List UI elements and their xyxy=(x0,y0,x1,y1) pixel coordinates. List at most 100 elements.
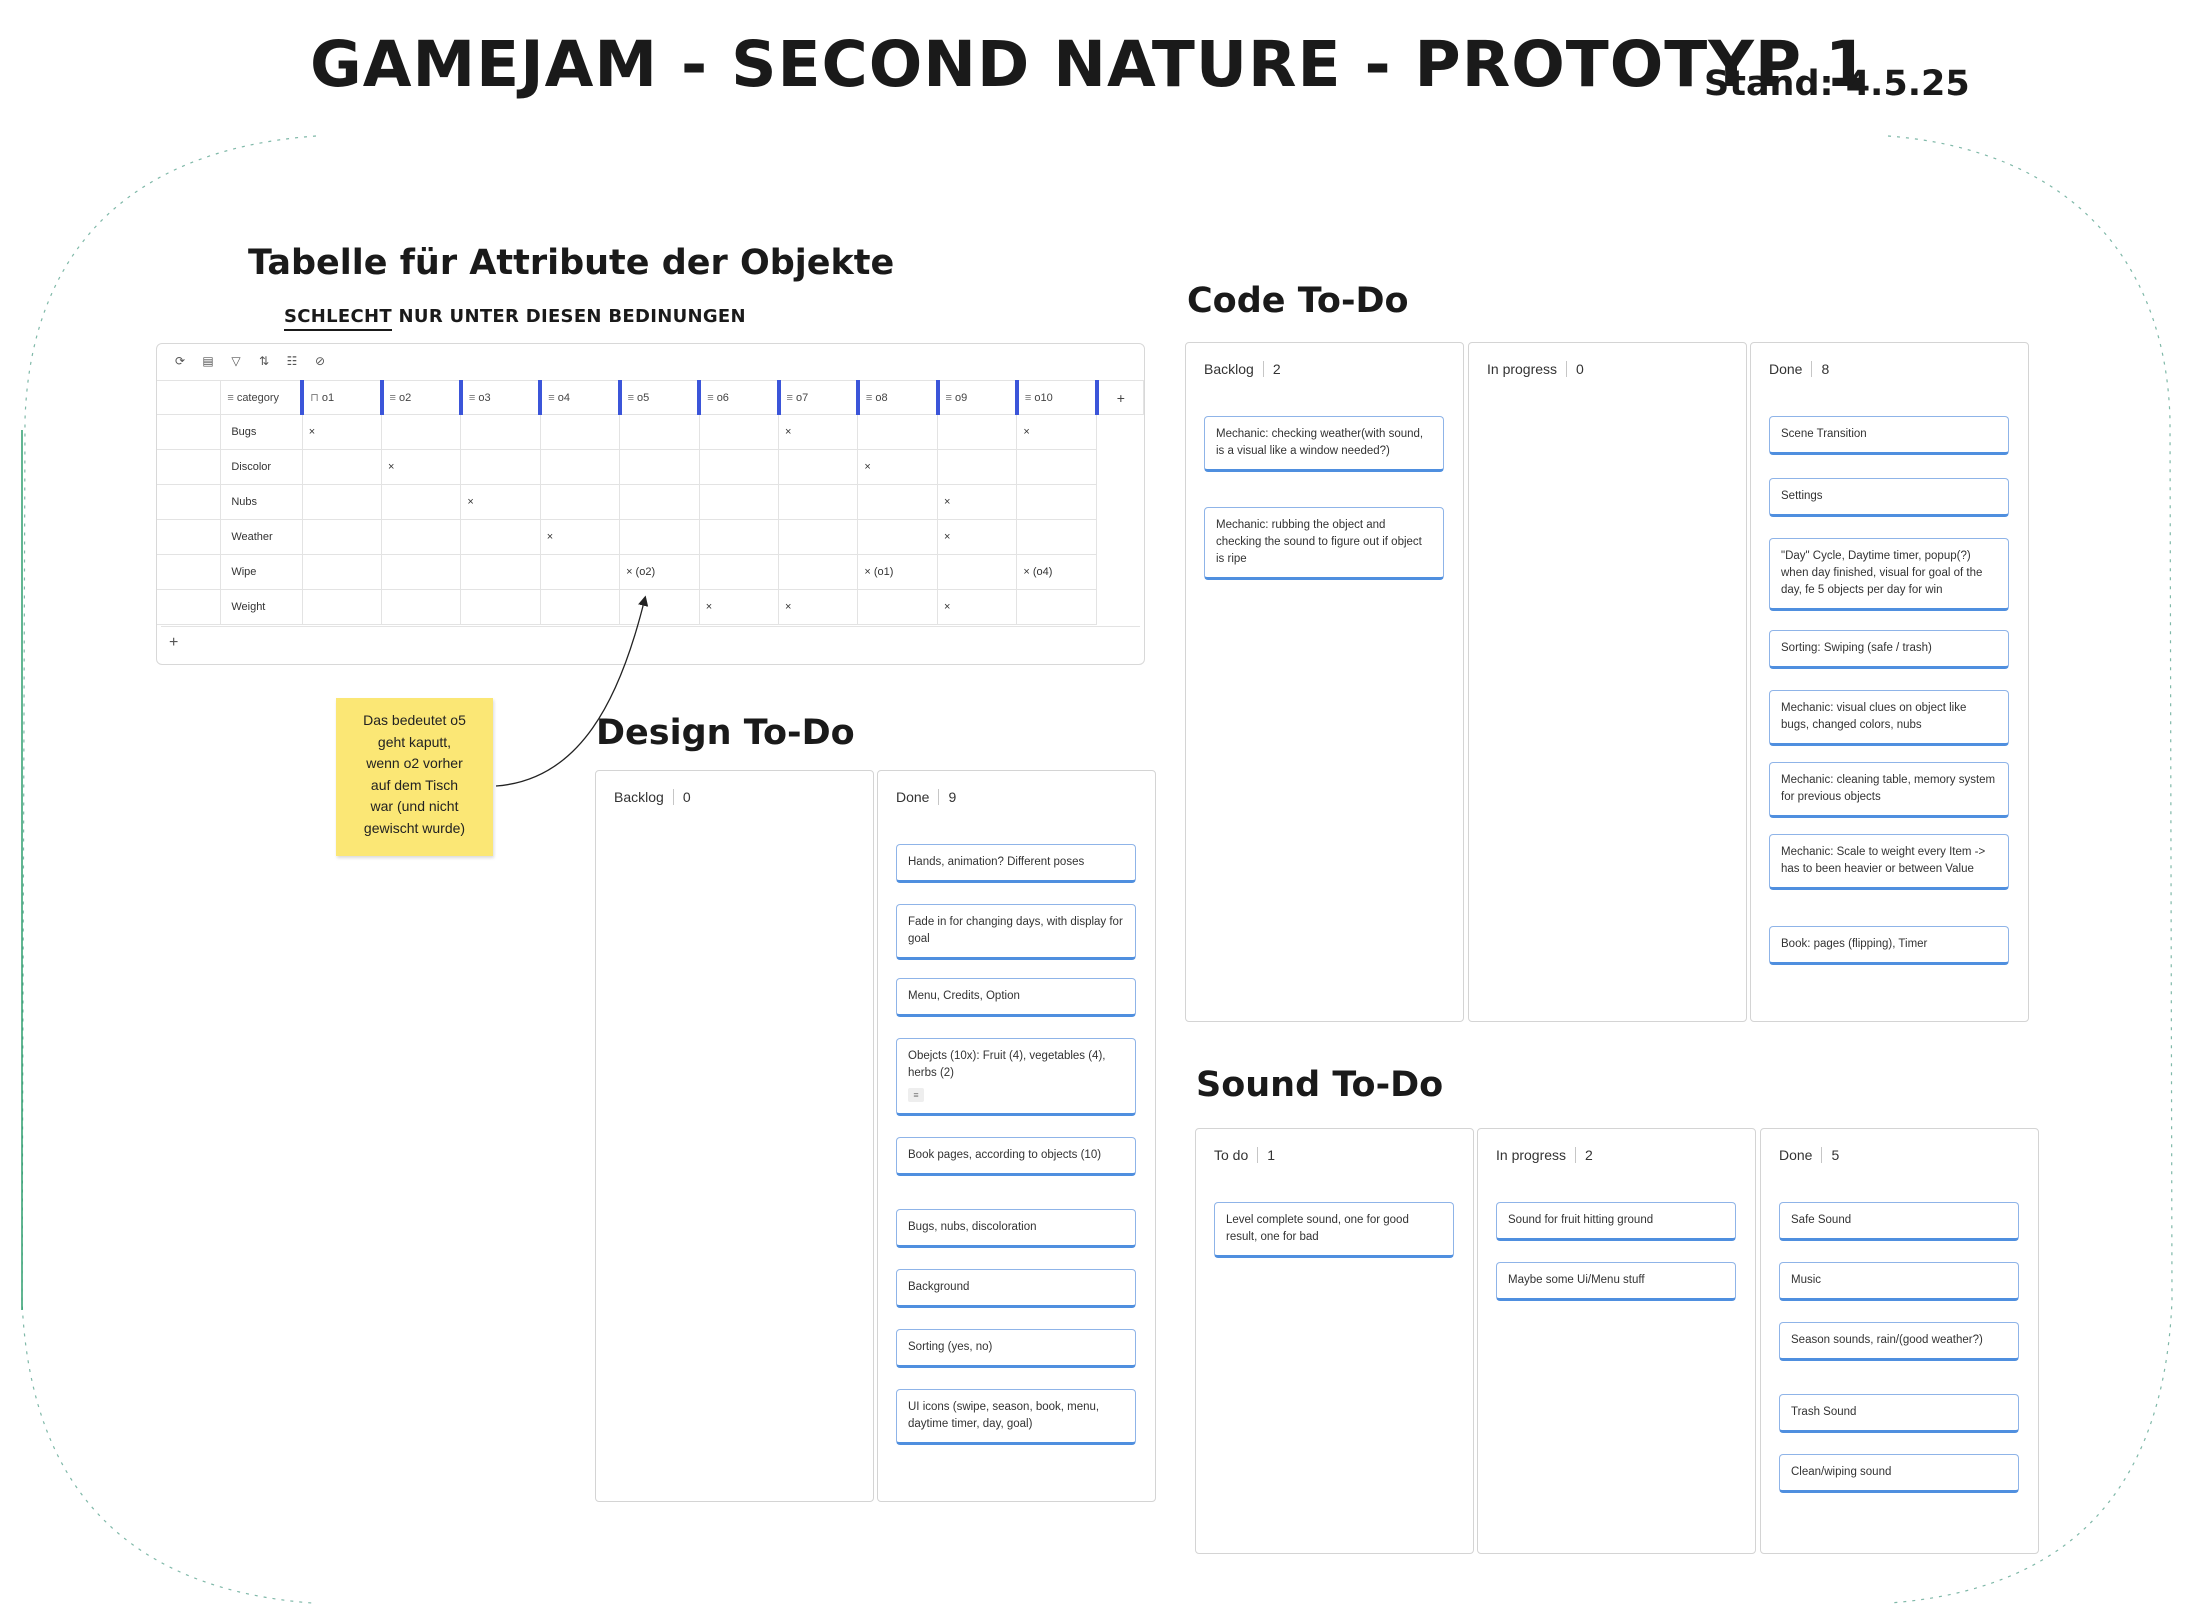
table-cell[interactable] xyxy=(381,589,462,625)
table-cell[interactable]: × xyxy=(857,449,939,485)
column-header-o4[interactable]: ≡ o4 xyxy=(538,380,621,415)
table-cell[interactable] xyxy=(619,484,700,520)
kanban-card[interactable]: Clean/wiping sound xyxy=(1779,1454,2019,1493)
table-cell[interactable] xyxy=(301,449,383,485)
table-cell[interactable]: × xyxy=(937,589,1018,625)
kanban-card[interactable]: Mechanic: checking weather(with sound, i… xyxy=(1204,416,1444,472)
table-cell[interactable] xyxy=(539,414,621,450)
layout-icon[interactable]: ▤ xyxy=(202,354,214,368)
row-category[interactable]: Wipe xyxy=(220,554,303,590)
kanban-card[interactable]: Sorting (yes, no) xyxy=(896,1329,1136,1368)
table-cell[interactable] xyxy=(619,589,700,625)
kanban-card[interactable]: Trash Sound xyxy=(1779,1394,2019,1433)
refresh-icon[interactable]: ⟳ xyxy=(174,354,186,368)
table-cell[interactable] xyxy=(1016,484,1098,520)
table-cell[interactable] xyxy=(539,554,621,590)
row-category[interactable]: Nubs xyxy=(220,484,303,520)
column-header-o6[interactable]: ≡ o6 xyxy=(697,380,780,415)
kanban-card[interactable]: Book pages, according to objects (10) xyxy=(896,1137,1136,1176)
row-category[interactable]: Bugs xyxy=(220,414,303,450)
table-cell[interactable] xyxy=(778,484,859,520)
table-cell[interactable]: × xyxy=(301,414,383,450)
table-cell[interactable]: × xyxy=(381,449,462,485)
table-cell[interactable] xyxy=(381,554,462,590)
filter-icon[interactable]: ▽ xyxy=(231,354,241,368)
table-cell[interactable] xyxy=(1016,589,1098,625)
row-handle[interactable] xyxy=(157,554,222,590)
kanban-card[interactable]: Background xyxy=(896,1269,1136,1308)
table-cell[interactable]: × xyxy=(778,589,859,625)
column-header-o7[interactable]: ≡ o7 xyxy=(776,380,859,415)
column-header-o3[interactable]: ≡ o3 xyxy=(458,380,541,415)
table-cell[interactable] xyxy=(301,589,383,625)
table-cell[interactable]: × (o4) xyxy=(1016,554,1098,590)
table-cell[interactable] xyxy=(778,519,859,555)
table-cell[interactable]: × xyxy=(937,484,1018,520)
table-cell[interactable]: × (o1) xyxy=(857,554,939,590)
row-handle[interactable] xyxy=(157,449,222,485)
kanban-card[interactable]: Safe Sound xyxy=(1779,1202,2019,1241)
table-cell[interactable] xyxy=(857,484,939,520)
row-category[interactable]: Weather xyxy=(220,519,303,555)
table-cell[interactable] xyxy=(460,414,541,450)
table-cell[interactable] xyxy=(1016,519,1098,555)
kanban-card[interactable]: Mechanic: cleaning table, memory system … xyxy=(1769,762,2009,818)
column-header-o10[interactable]: ≡ o10 xyxy=(1014,380,1098,415)
add-column-button[interactable]: + xyxy=(1094,380,1144,415)
table-cell[interactable] xyxy=(619,449,700,485)
table-cell[interactable]: × xyxy=(539,519,621,555)
table-cell[interactable] xyxy=(619,414,700,450)
kanban-card[interactable]: Music xyxy=(1779,1262,2019,1301)
table-cell[interactable] xyxy=(381,519,462,555)
table-cell[interactable] xyxy=(381,484,462,520)
kanban-card[interactable]: Settings xyxy=(1769,478,2009,517)
table-cell[interactable] xyxy=(778,449,859,485)
table-cell[interactable] xyxy=(460,589,541,625)
group-icon[interactable]: ☷ xyxy=(286,354,298,368)
kanban-card[interactable]: UI icons (swipe, season, book, menu, day… xyxy=(896,1389,1136,1445)
kanban-card[interactable]: Mechanic: rubbing the object and checkin… xyxy=(1204,507,1444,580)
table-cell[interactable] xyxy=(698,519,780,555)
add-row-button[interactable]: + xyxy=(169,634,179,651)
column-header-category[interactable]: ≡ category xyxy=(220,380,303,415)
table-cell[interactable] xyxy=(857,414,939,450)
column-header-o5[interactable]: ≡ o5 xyxy=(617,380,700,415)
kanban-card[interactable]: Mechanic: visual clues on object like bu… xyxy=(1769,690,2009,746)
table-cell[interactable] xyxy=(698,554,780,590)
table-cell[interactable] xyxy=(539,589,621,625)
table-cell[interactable]: × xyxy=(1016,414,1098,450)
table-cell[interactable] xyxy=(937,554,1018,590)
sort-icon[interactable]: ⇅ xyxy=(258,354,270,368)
table-cell[interactable] xyxy=(301,519,383,555)
kanban-card[interactable]: Level complete sound, one for good resul… xyxy=(1214,1202,1454,1258)
table-cell[interactable] xyxy=(1016,449,1098,485)
table-cell[interactable] xyxy=(619,519,700,555)
column-header-o2[interactable]: ≡ o2 xyxy=(379,380,462,415)
kanban-card[interactable]: Mechanic: Scale to weight every Item -> … xyxy=(1769,834,2009,890)
row-handle[interactable] xyxy=(157,589,222,625)
kanban-card[interactable]: Hands, animation? Different poses xyxy=(896,844,1136,883)
kanban-card[interactable]: Sorting: Swiping (safe / trash) xyxy=(1769,630,2009,669)
kanban-card[interactable]: Scene Transition xyxy=(1769,416,2009,455)
table-cell[interactable] xyxy=(698,414,780,450)
table-cell[interactable] xyxy=(460,519,541,555)
table-cell[interactable] xyxy=(937,449,1018,485)
table-cell[interactable] xyxy=(460,449,541,485)
table-cell[interactable]: × xyxy=(698,589,780,625)
column-header-o1[interactable]: ⊓ o1 xyxy=(300,380,383,415)
kanban-card[interactable]: Obejcts (10x): Fruit (4), vegetables (4)… xyxy=(896,1038,1136,1116)
table-cell[interactable] xyxy=(381,414,462,450)
table-cell[interactable] xyxy=(778,554,859,590)
table-cell[interactable]: × xyxy=(937,519,1018,555)
column-header-o8[interactable]: ≡ o8 xyxy=(855,380,939,415)
kanban-card[interactable]: Season sounds, rain/(good weather?) xyxy=(1779,1322,2019,1361)
row-category[interactable]: Discolor xyxy=(220,449,303,485)
kanban-card[interactable]: Sound for fruit hitting ground xyxy=(1496,1202,1736,1241)
column-header-o9[interactable]: ≡ o9 xyxy=(935,380,1018,415)
table-cell[interactable] xyxy=(698,449,780,485)
table-cell[interactable] xyxy=(698,484,780,520)
kanban-card[interactable]: Book: pages (flipping), Timer xyxy=(1769,926,2009,965)
table-cell[interactable] xyxy=(460,554,541,590)
table-cell[interactable] xyxy=(937,414,1018,450)
